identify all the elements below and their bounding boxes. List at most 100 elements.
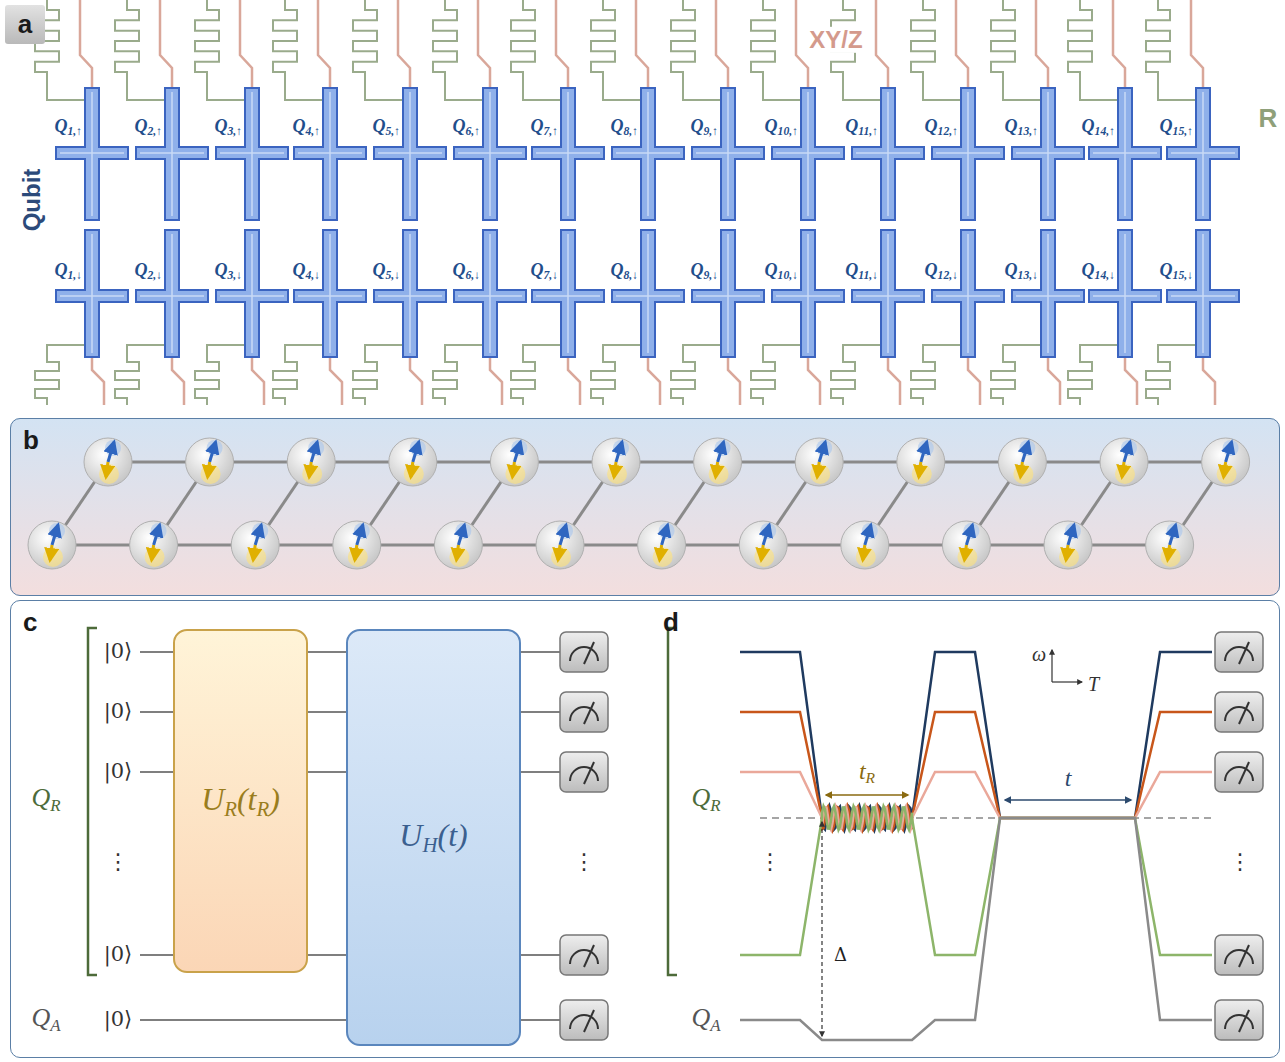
qubit-label: Q4,↑ bbox=[292, 117, 320, 139]
spin-glow bbox=[810, 464, 830, 484]
meter-arc bbox=[570, 707, 598, 721]
spin-arrow bbox=[210, 442, 216, 462]
control-line bbox=[1125, 357, 1137, 405]
text-run: 12,↑ bbox=[938, 125, 958, 138]
spin-arrow bbox=[819, 442, 825, 462]
spin-arrow bbox=[660, 545, 662, 560]
axis-label: T bbox=[1088, 673, 1099, 695]
register-label: QR bbox=[31, 784, 60, 816]
qubit-label: Q1,↑ bbox=[54, 117, 82, 139]
control-line bbox=[1036, 0, 1048, 88]
qubit-highlight bbox=[220, 92, 284, 353]
text-run: Q bbox=[1005, 260, 1018, 280]
panel-ground bbox=[10, 418, 1280, 596]
text-run: Q bbox=[54, 260, 67, 280]
qubit-label: Q11,↓ bbox=[845, 261, 878, 283]
text-run: Q bbox=[691, 1003, 710, 1032]
text-run: Q bbox=[31, 783, 50, 812]
text-run: |0⟩ bbox=[104, 1007, 133, 1031]
qubit-label: Q2,↓ bbox=[134, 261, 162, 283]
text-run: ω bbox=[1032, 643, 1046, 665]
unitary-box: UH(t) bbox=[346, 629, 521, 1046]
spin-sphere bbox=[434, 521, 482, 569]
readout-resonator bbox=[591, 345, 640, 405]
readout-resonator bbox=[35, 345, 84, 405]
readout-resonator bbox=[273, 345, 322, 405]
qubit-label: Q1,↓ bbox=[54, 261, 82, 283]
control-line bbox=[172, 357, 184, 405]
spin-sphere bbox=[1146, 521, 1194, 569]
spin-glow bbox=[505, 464, 525, 484]
spin-arrow bbox=[1124, 442, 1130, 462]
text-run: 8,↑ bbox=[623, 125, 638, 138]
text-run: t bbox=[1065, 765, 1072, 791]
control-line bbox=[968, 357, 980, 405]
spin-arrow bbox=[413, 442, 419, 462]
bracket bbox=[668, 628, 677, 975]
text-run: a bbox=[18, 9, 32, 39]
text-run: Δ bbox=[834, 944, 847, 965]
measurement-icon bbox=[1215, 1000, 1263, 1040]
qubit-wire bbox=[516, 711, 560, 713]
readout-resonator bbox=[433, 345, 482, 405]
spin-arrow bbox=[1168, 545, 1170, 560]
panel-letter: c bbox=[23, 607, 37, 638]
text-run: Q bbox=[530, 260, 543, 280]
frequency-trajectory bbox=[740, 818, 1212, 1040]
panel-letter: a bbox=[18, 9, 32, 40]
spin-arrow bbox=[662, 525, 668, 545]
panel-letter: b bbox=[23, 425, 39, 456]
text-run: A bbox=[50, 1016, 60, 1035]
spin-arrow bbox=[253, 545, 255, 560]
register-label: QA bbox=[31, 1004, 60, 1036]
qubit-highlight bbox=[1016, 92, 1080, 353]
qubit-label: Q13,↓ bbox=[1005, 261, 1038, 283]
control-line bbox=[808, 357, 820, 405]
spin-glow bbox=[449, 547, 469, 567]
control-line bbox=[1203, 357, 1215, 405]
text-run: Q bbox=[925, 260, 938, 280]
qubit-wire bbox=[308, 954, 346, 956]
spin-arrow bbox=[106, 462, 108, 477]
spin-sphere bbox=[389, 438, 437, 486]
readout-resonator bbox=[353, 345, 402, 405]
spin-glow bbox=[1161, 547, 1181, 567]
control-line bbox=[80, 0, 92, 88]
meter-arc bbox=[570, 950, 598, 964]
control-line bbox=[556, 0, 568, 88]
text-run: Q bbox=[690, 260, 703, 280]
text-run: Q bbox=[292, 116, 305, 136]
spin-arrow bbox=[512, 462, 514, 477]
spin-arrow bbox=[208, 462, 210, 477]
control-line bbox=[636, 0, 648, 88]
text-run: 14,↑ bbox=[1095, 125, 1115, 138]
text-run: 9,↓ bbox=[703, 269, 718, 282]
spin-glow bbox=[607, 464, 627, 484]
spin-sphere bbox=[287, 438, 335, 486]
readout-resonator bbox=[831, 345, 880, 405]
text-run: |0⟩ bbox=[104, 639, 133, 663]
text-run: 6,↑ bbox=[465, 125, 480, 138]
spin-glow bbox=[201, 464, 221, 484]
readout-resonator bbox=[511, 345, 560, 405]
qubit-wire bbox=[516, 1019, 560, 1021]
readout-resonator bbox=[273, 0, 322, 100]
text-run: Q bbox=[530, 116, 543, 136]
text-run: Q bbox=[214, 260, 227, 280]
text-run: Qubit bbox=[18, 169, 45, 232]
qubit-label: Q8,↑ bbox=[610, 117, 638, 139]
qubit-wire bbox=[516, 771, 560, 773]
component-label: Qubit bbox=[19, 169, 45, 232]
qubit-wire bbox=[140, 711, 176, 713]
qubit-label: Q5,↑ bbox=[372, 117, 400, 139]
spin-arrow bbox=[718, 442, 724, 462]
text-run: Q bbox=[1082, 116, 1095, 136]
control-line bbox=[240, 0, 252, 88]
text-run: 2,↑ bbox=[147, 125, 162, 138]
spin-glow bbox=[1115, 464, 1135, 484]
text-run: 9,↑ bbox=[703, 125, 718, 138]
text-run: R bbox=[224, 797, 237, 820]
qubit-label: Q3,↑ bbox=[214, 117, 242, 139]
control-line bbox=[410, 357, 422, 405]
